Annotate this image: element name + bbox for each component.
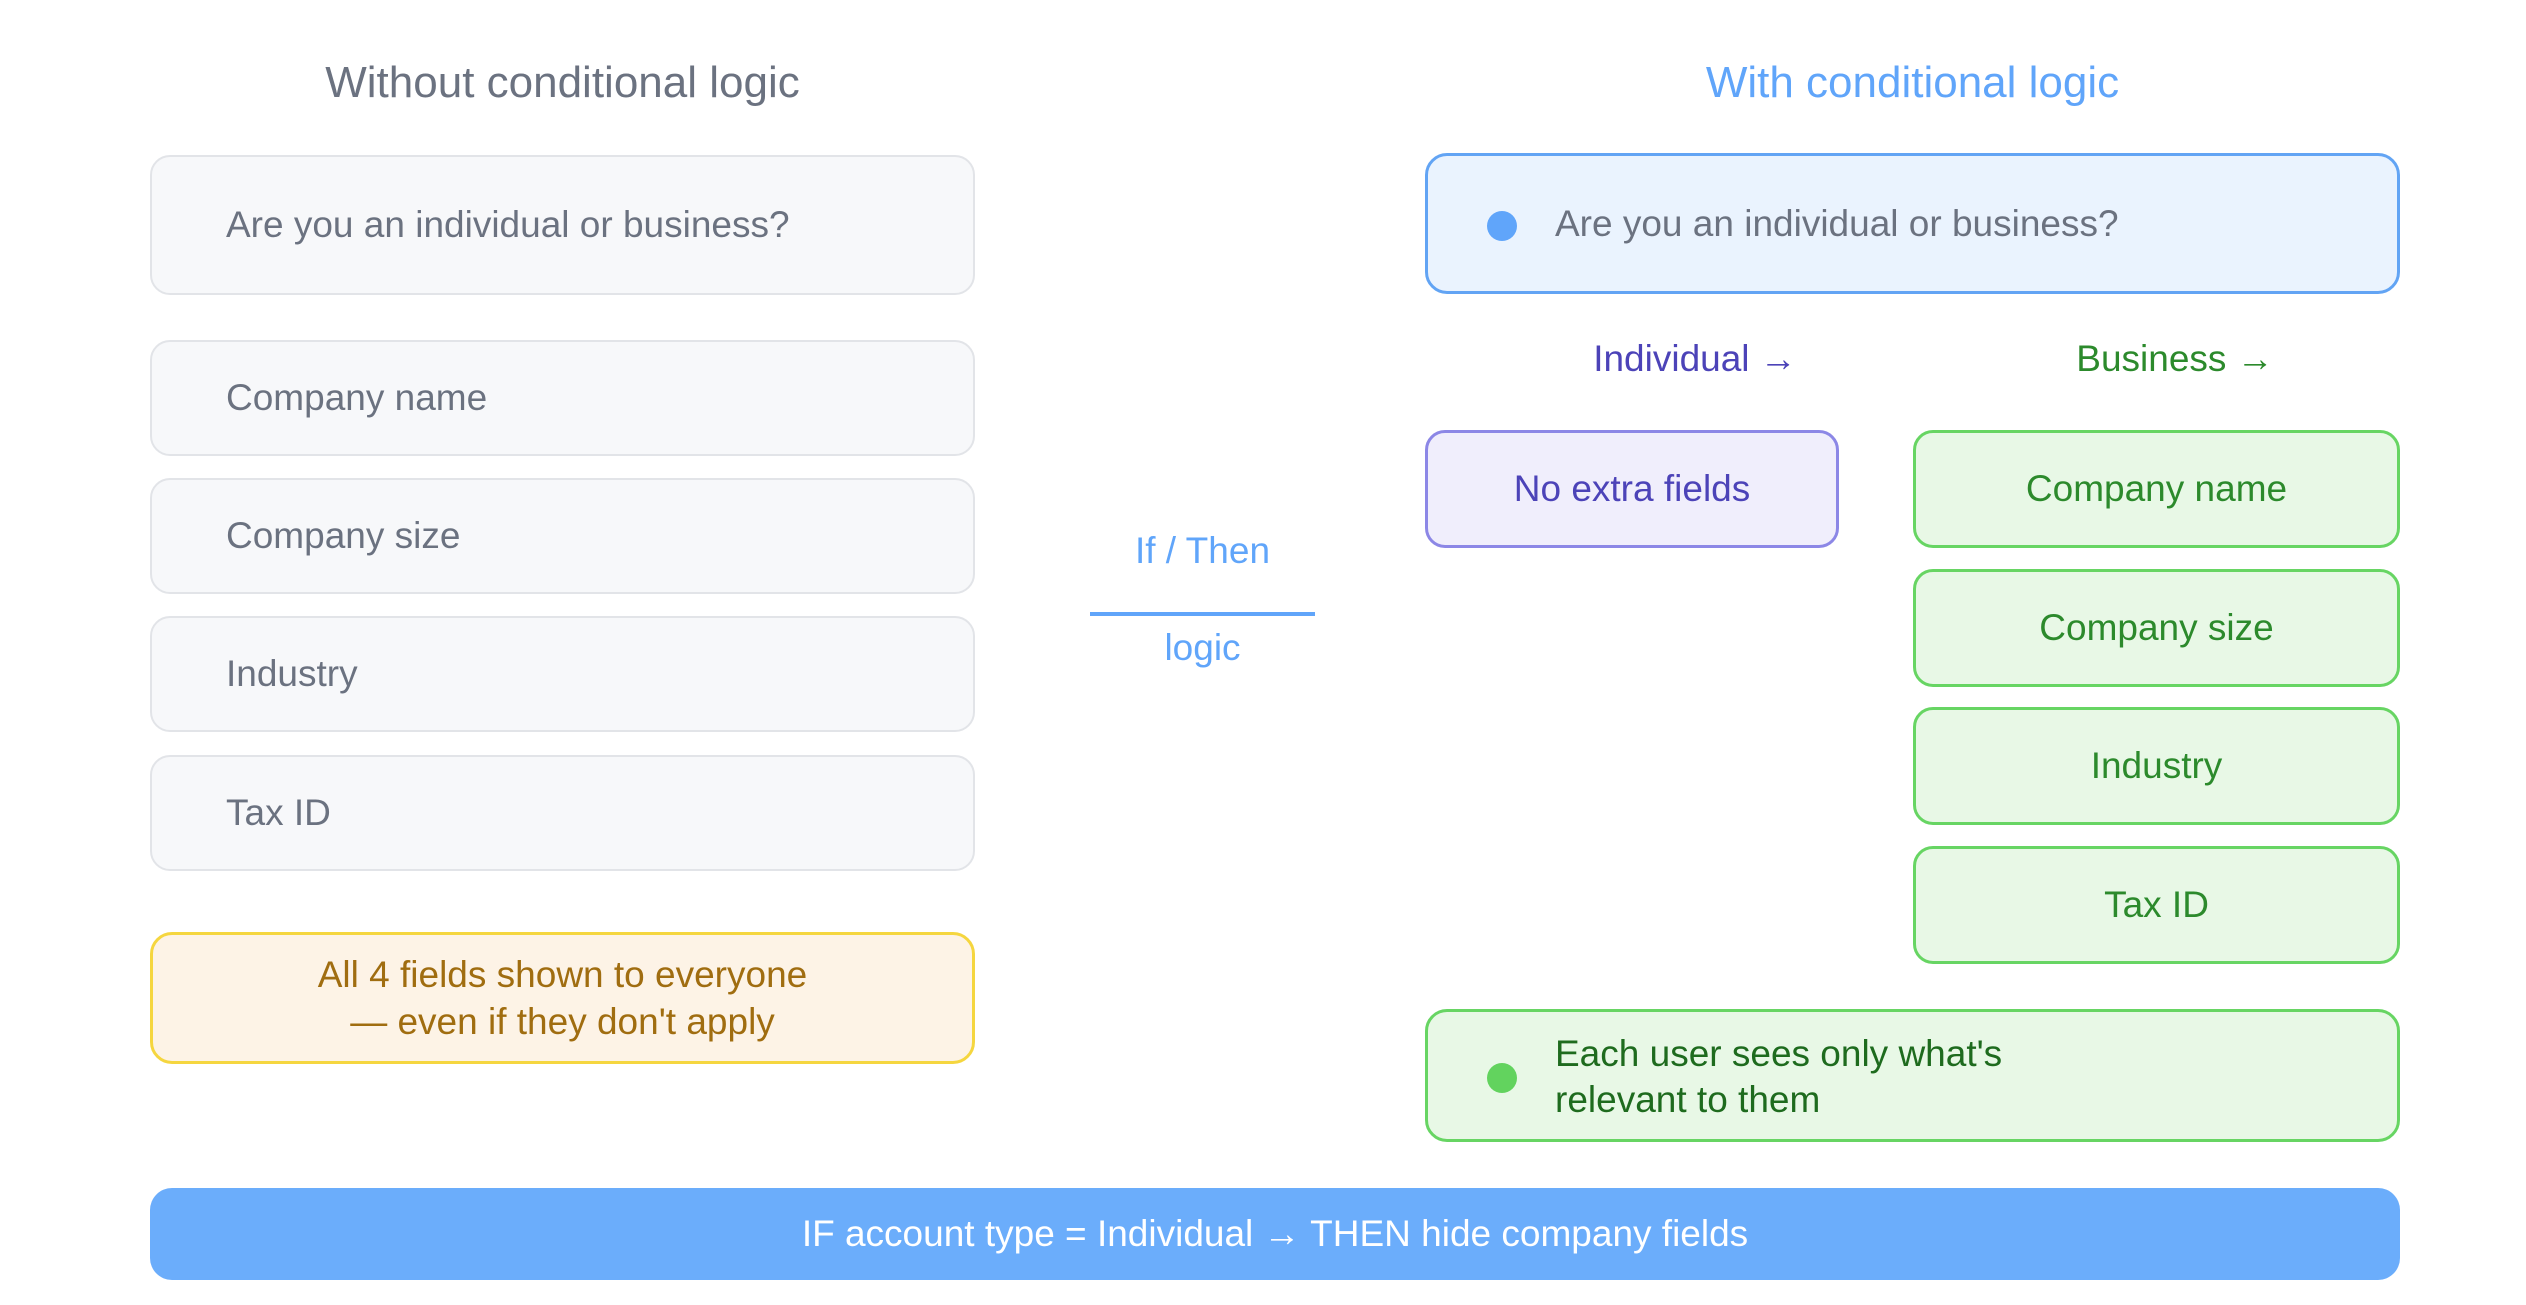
left-warning-box: All 4 fields shown to everyone — even if… bbox=[150, 932, 975, 1064]
note-line-2: relevant to them bbox=[1555, 1079, 1821, 1120]
individual-branch-label: Individual → bbox=[1593, 338, 1797, 379]
field-label: Company size bbox=[2039, 607, 2274, 648]
note-line-1: Each user sees only what's bbox=[1555, 1033, 2003, 1074]
right-question-field: Are you an individual or business? bbox=[1425, 153, 2400, 294]
left-field-company-size: Company size bbox=[150, 478, 975, 594]
field-label: Company size bbox=[226, 515, 461, 556]
left-field-tax-id: Tax ID bbox=[150, 755, 975, 871]
business-field-industry: Industry bbox=[1913, 707, 2400, 825]
left-field-company-name: Company name bbox=[150, 340, 975, 456]
field-label: Tax ID bbox=[226, 792, 331, 833]
business-field-company-size: Company size bbox=[1913, 569, 2400, 687]
warning-line-1: All 4 fields shown to everyone bbox=[317, 954, 808, 995]
if-then-label: If / Then bbox=[1134, 530, 1271, 571]
right-question-text: Are you an individual or business? bbox=[1555, 202, 2119, 244]
business-field-tax-id: Tax ID bbox=[1913, 846, 2400, 964]
left-question-field: Are you an individual or business? bbox=[150, 155, 975, 295]
relevance-note-box: Each user sees only what's relevant to t… bbox=[1425, 1009, 2400, 1142]
business-field-company-name: Company name bbox=[1913, 430, 2400, 548]
green-dot-icon bbox=[1487, 1063, 1517, 1093]
individual-result-text: No extra fields bbox=[1513, 468, 1751, 509]
blue-dot-icon bbox=[1487, 211, 1517, 241]
rule-banner: IF account type = Individual → THEN hide… bbox=[150, 1188, 2400, 1280]
field-label: Industry bbox=[2090, 745, 2223, 786]
right-heading: With conditional logic bbox=[1705, 58, 2120, 107]
logic-label: logic bbox=[1164, 627, 1241, 668]
field-label: Company name bbox=[226, 377, 488, 418]
warning-line-2: — even if they don't apply bbox=[350, 1001, 775, 1042]
field-label: Industry bbox=[226, 653, 358, 694]
left-question-text: Are you an individual or business? bbox=[226, 204, 790, 245]
business-branch-label: Business → bbox=[2076, 338, 2274, 379]
field-label: Tax ID bbox=[2104, 884, 2209, 925]
left-heading: Without conditional logic bbox=[325, 58, 800, 107]
logic-divider-line bbox=[1090, 612, 1315, 616]
individual-result-box: No extra fields bbox=[1425, 430, 1839, 548]
left-field-industry: Industry bbox=[150, 616, 975, 732]
rule-banner-text: IF account type = Individual → THEN hide… bbox=[801, 1213, 1749, 1254]
field-label: Company name bbox=[2025, 468, 2288, 509]
